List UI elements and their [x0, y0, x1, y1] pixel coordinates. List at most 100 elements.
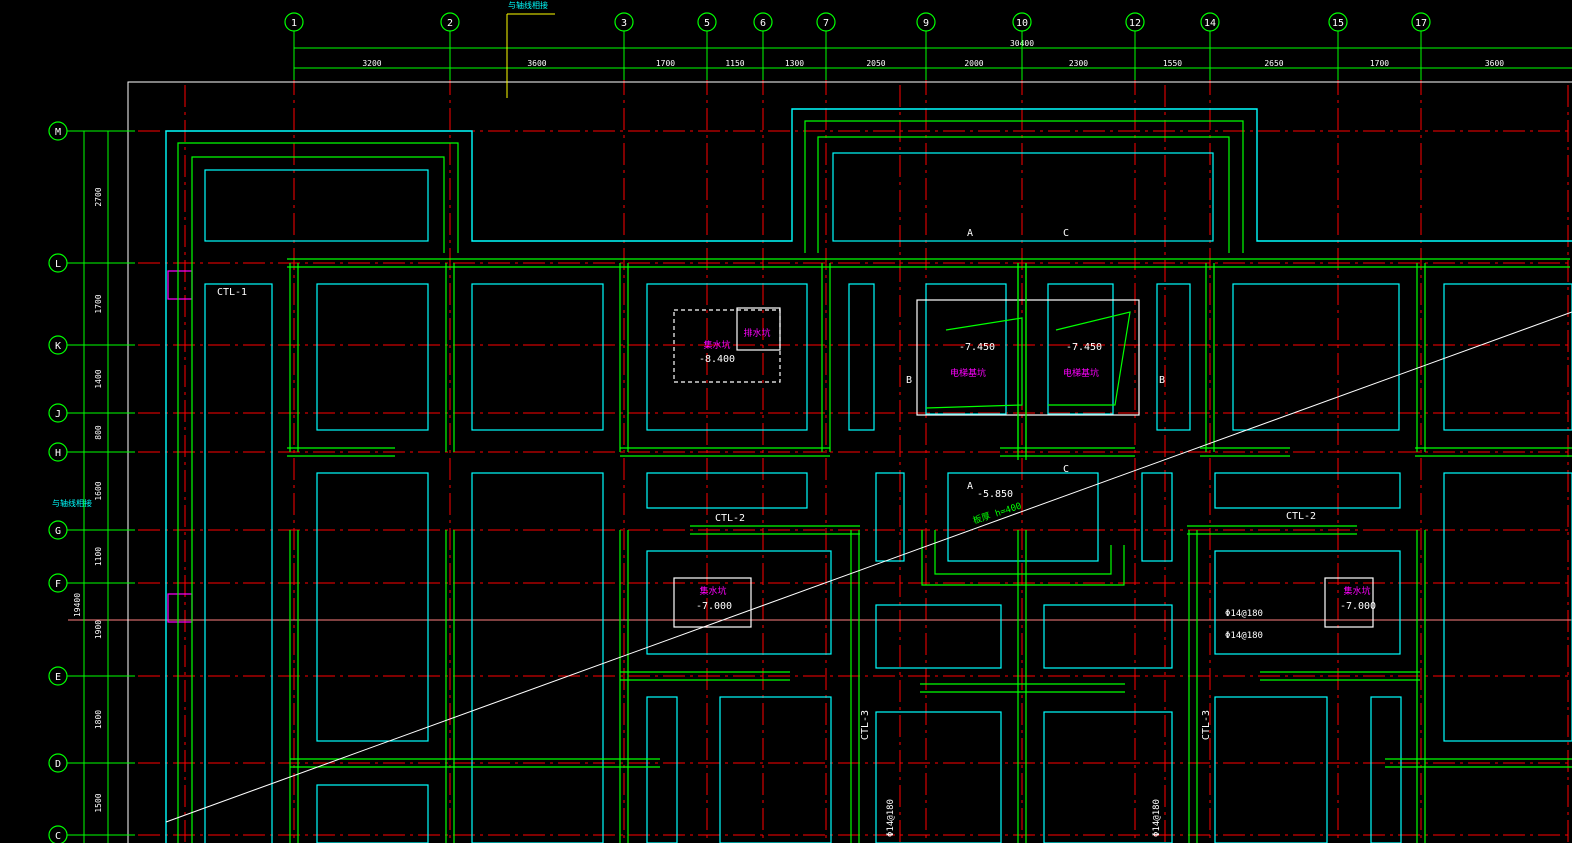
dim-left-span: 1100 [94, 547, 103, 566]
dim-span: 1150 [725, 59, 744, 68]
left-note: 与轴线相接 [52, 498, 92, 508]
grid-axis-lines [68, 38, 1572, 843]
elevator-pit-label: 电梯基坑 [1063, 367, 1099, 379]
wall-outlines [127, 81, 1572, 843]
axis-label-5: 5 [704, 18, 710, 29]
rebar-label: Φ14@180 [1225, 631, 1263, 641]
rebar-label: Φ14@180 [1152, 799, 1162, 837]
section-mark-b: B [906, 375, 912, 386]
dim-left-span: 800 [94, 425, 103, 440]
axis-label-10: 10 [1016, 18, 1028, 29]
dim-left-span: 1400 [94, 369, 103, 388]
room-outline [1214, 550, 1401, 655]
top-note: 与轴线相接 [508, 0, 548, 10]
sump-pit-label: 集水坑 [699, 585, 726, 597]
axis-label-14: 14 [1204, 18, 1216, 29]
dim-span: 2050 [866, 59, 885, 68]
foundation-beams [177, 120, 1572, 843]
dim-left-span: 1700 [94, 294, 103, 313]
axis-label-1: 1 [291, 18, 297, 29]
rebar-label: Φ14@180 [886, 799, 896, 837]
axis-label-L: L [55, 259, 61, 270]
room-outline [646, 550, 832, 655]
axis-label-C: C [55, 831, 61, 842]
elevation-label: -7.000 [696, 601, 732, 612]
room-outline [875, 711, 1002, 843]
beam-outline [817, 136, 1230, 253]
axis-label-2: 2 [447, 18, 453, 29]
beam-label-ctl3: CTL-3 [860, 710, 871, 740]
axis-label-D: D [55, 759, 61, 770]
room-outline [1141, 472, 1173, 562]
section-cut-line [165, 311, 1572, 823]
section-mark-a: A [967, 228, 973, 239]
column-marker [167, 593, 193, 623]
room-outline [1043, 604, 1173, 669]
dim-span: 3200 [362, 59, 381, 68]
axis-label-6: 6 [760, 18, 766, 29]
room-outline [719, 696, 832, 843]
axis-label-9: 9 [923, 18, 929, 29]
dim-span: 2650 [1264, 59, 1283, 68]
dim-left-span: 1900 [94, 620, 103, 639]
axis-label-G: G [55, 526, 61, 537]
slab-thickness-note: 板厚 h=400 [971, 500, 1023, 527]
dim-span: 2000 [964, 59, 983, 68]
room-outline [646, 472, 808, 509]
room-outline [848, 283, 875, 431]
room-outline [1232, 283, 1400, 431]
dim-left-span: 1600 [94, 481, 103, 500]
beam-outline [921, 530, 1125, 586]
room-outline [471, 283, 604, 431]
pit-outline [1324, 577, 1374, 628]
room-outline [925, 283, 1007, 415]
dim-span: 1550 [1163, 59, 1182, 68]
wall-panel [832, 152, 1214, 242]
elevation-label: -7.450 [1066, 342, 1102, 353]
beam-outline [804, 120, 1244, 253]
elevator-pit-outline [1048, 311, 1131, 406]
drain-pit-label: 排水坑 [743, 327, 770, 339]
dim-span: 2300 [1069, 59, 1088, 68]
axis-label-K: K [55, 341, 61, 352]
room-outline [1047, 283, 1114, 415]
room-outline [1443, 283, 1572, 431]
room-outline [1214, 472, 1401, 509]
axis-label-F: F [55, 579, 61, 590]
room-outline [316, 784, 429, 843]
elevator-pit-outline [925, 317, 1023, 409]
axis-label-J: J [55, 409, 61, 420]
room-outline [875, 472, 905, 562]
room-outline [1156, 283, 1191, 431]
sump-pit-label: 集水坑 [703, 339, 730, 351]
beam-label-ctl1: CTL-1 [217, 287, 247, 298]
axis-label-7: 7 [823, 18, 829, 29]
room-outline [875, 604, 1002, 669]
dim-left-span: 1800 [94, 710, 103, 729]
section-mark-c: C [1063, 464, 1069, 475]
room-outline [471, 472, 604, 843]
room-outline [646, 696, 678, 843]
elevation-label: -5.850 [977, 489, 1013, 500]
beam-outline [191, 156, 445, 843]
section-mark-c: C [1063, 228, 1069, 239]
column-marker [167, 270, 193, 300]
dim-left-span: 1500 [94, 793, 103, 812]
beam-label-ctl2: CTL-2 [1286, 511, 1316, 522]
axis-label-M: M [55, 127, 61, 138]
room-outline [316, 472, 429, 742]
room-outline [204, 283, 273, 843]
outer-wall-outline [165, 108, 1572, 843]
axis-label-3: 3 [621, 18, 627, 29]
rebar-label: Φ14@180 [1225, 609, 1263, 619]
dim-left-span: 2700 [94, 187, 103, 206]
dim-span: 1300 [785, 59, 804, 68]
beam-outline [934, 530, 1112, 575]
beam-outline [177, 142, 459, 843]
elevator-pit-label: 电梯基坑 [950, 367, 986, 379]
elevation-label: -7.450 [959, 342, 995, 353]
dim-span: 1700 [1370, 59, 1389, 68]
